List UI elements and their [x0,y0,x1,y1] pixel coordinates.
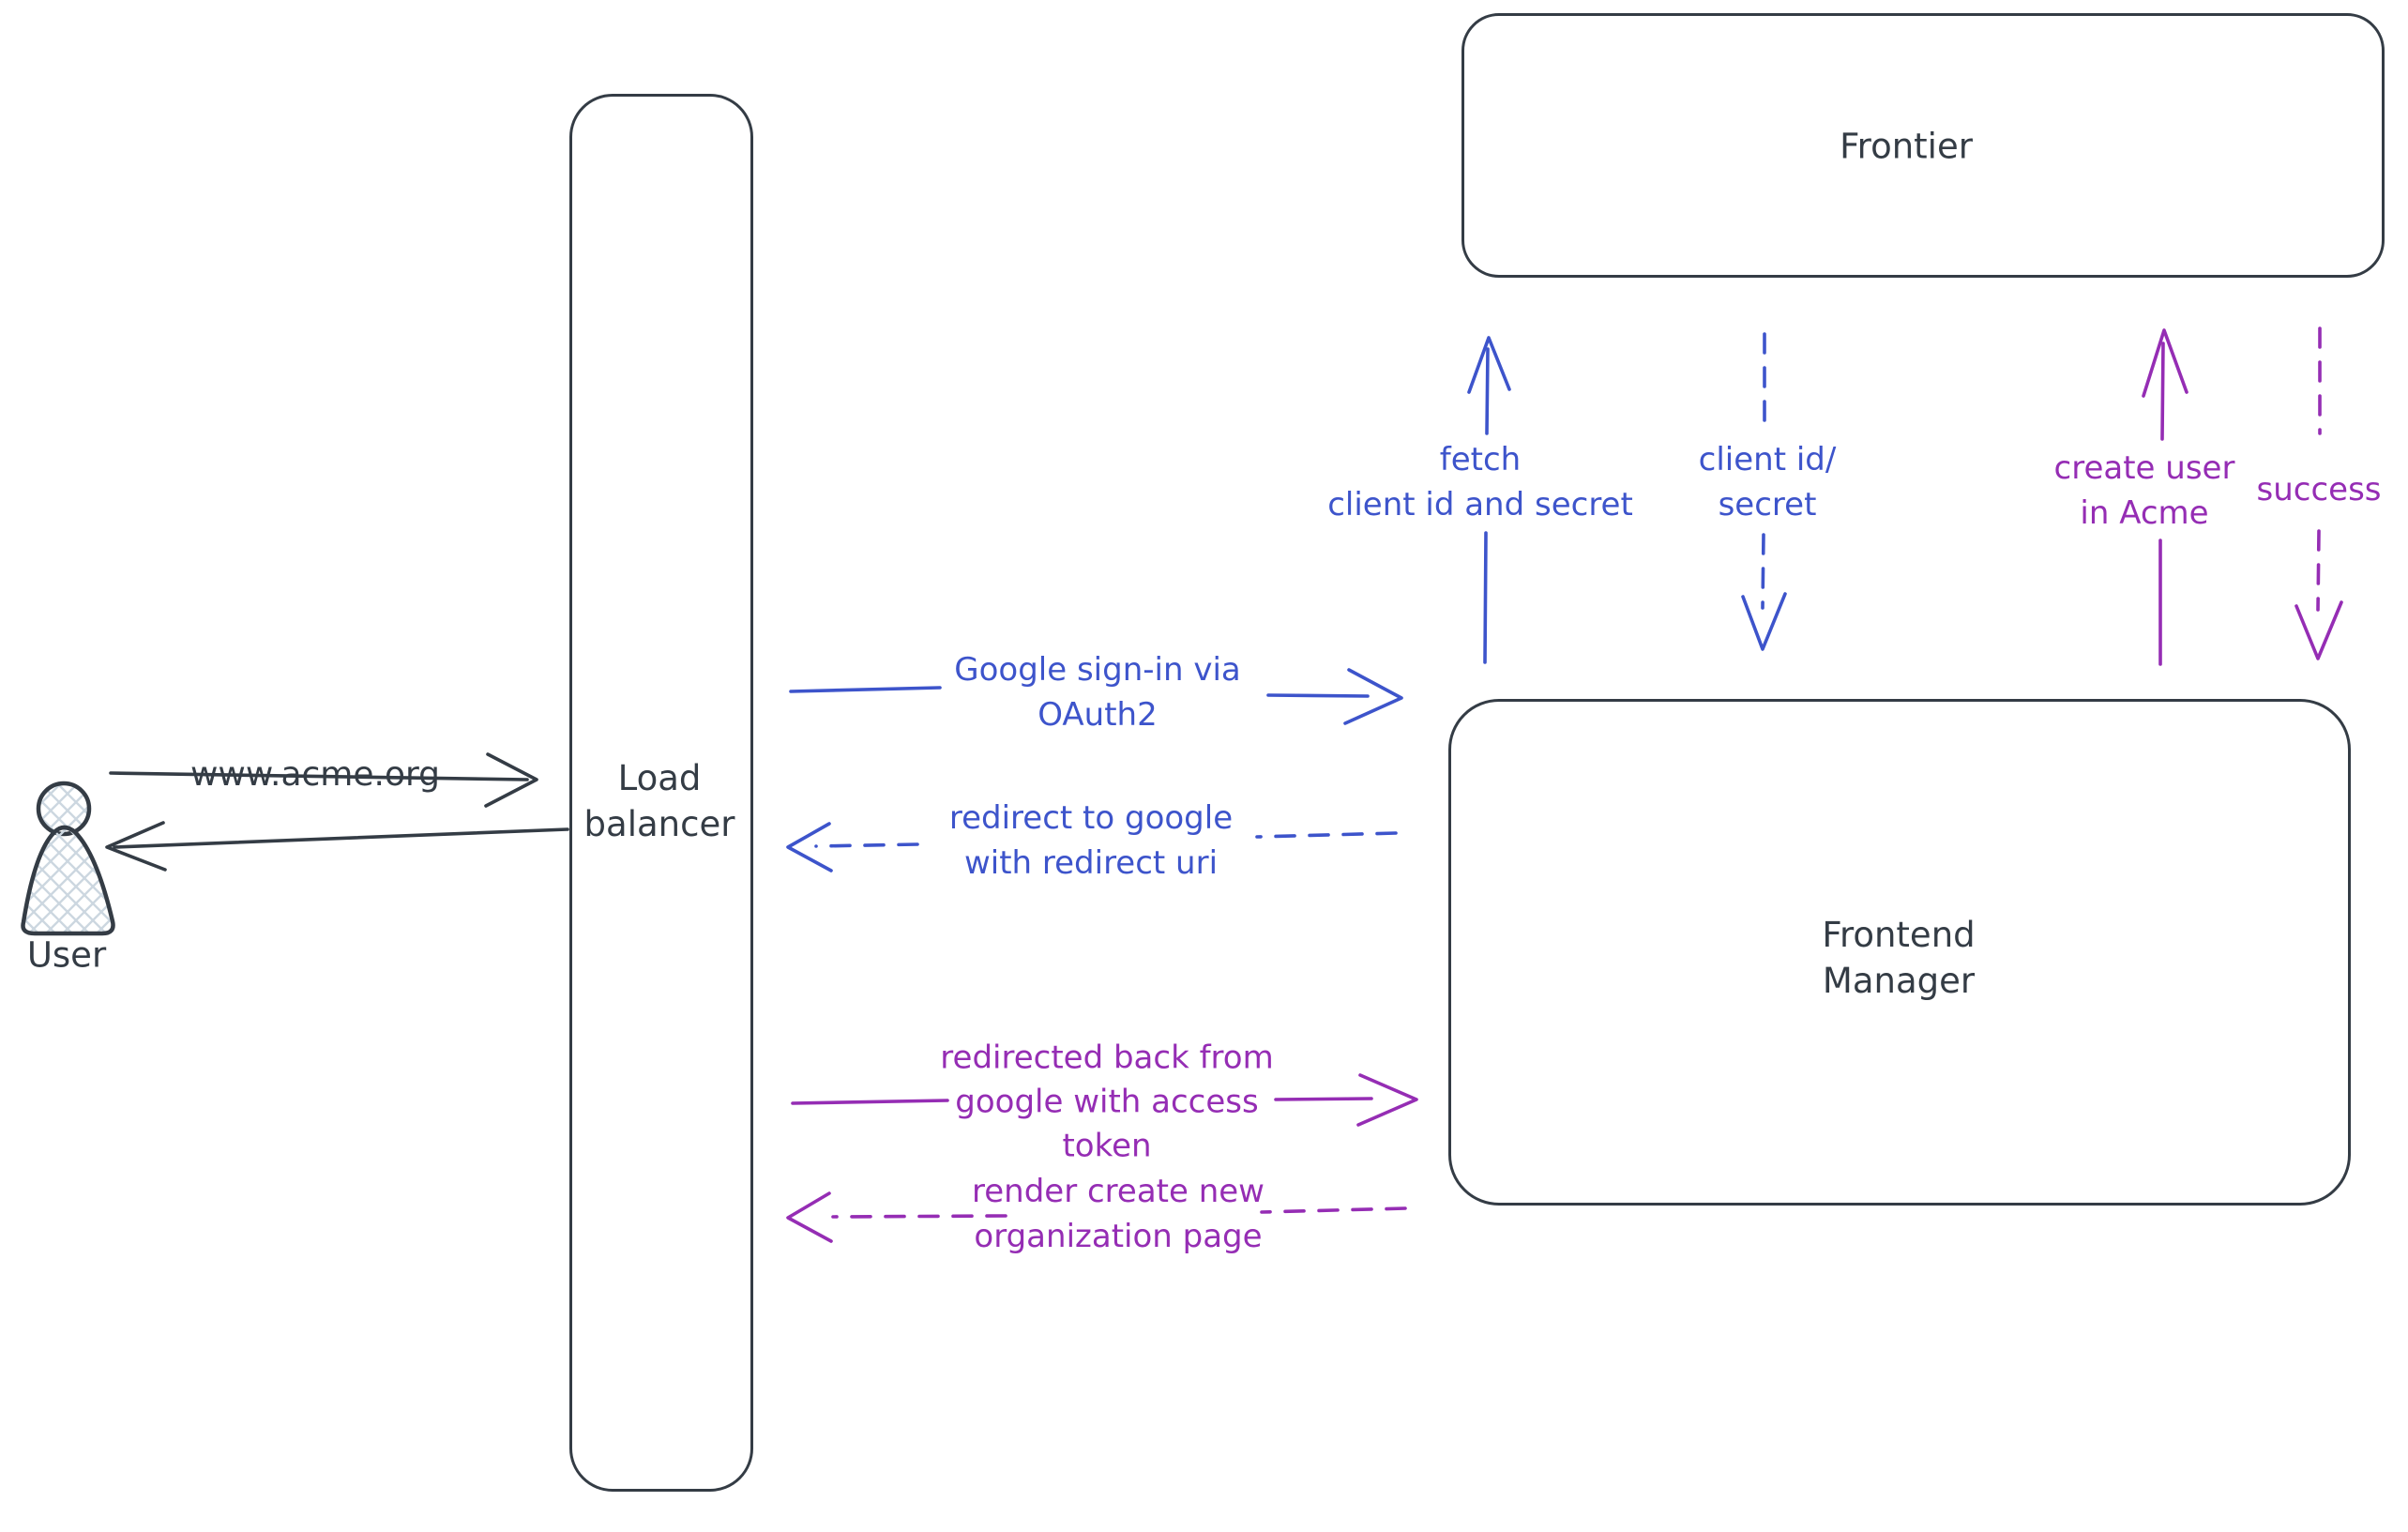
arrow-redirected-back [791,1073,1418,1127]
fetch-creds-label: fetch client id and secret [1327,441,1633,523]
create-user-label: create user in Acme [2053,449,2235,532]
node-frontend-manager [1448,699,2351,1206]
arrow-success [2294,326,2343,660]
arrow-create-user [2142,328,2188,666]
arrow-user-to-load-balancer [109,752,538,808]
render-page-label: render create new organization page [972,1173,1265,1255]
success-label: success [2256,471,2382,508]
client-id-secret-label: client id/ secret [1698,441,1837,523]
arrow-client-id-secret [1741,332,1787,651]
www-request-label: www.acme.org [189,755,441,794]
google-signin-label: Google sign-in via OAuth2 [954,651,1241,734]
arrow-redirect-to-google [786,822,1398,872]
node-load-balancer [569,94,753,1492]
user-label: User [26,934,107,976]
arrow-render-page [786,1191,1407,1243]
arrow-google-signin [789,668,1403,725]
arrow-load-balancer-to-user [105,821,569,872]
arrow-fetch-creds [1467,336,1511,664]
load-balancer-label: Load balancer [583,758,735,844]
node-frontier [1461,13,2385,278]
frontend-manager-label: Frontend Manager [1822,915,1976,1001]
redirect-google-label: redirect to google with redirect uri [948,799,1234,882]
frontier-label: Frontier [1840,126,1973,167]
redirected-back-label: redirected back from google with access … [940,1039,1274,1165]
user-icon [21,781,115,936]
